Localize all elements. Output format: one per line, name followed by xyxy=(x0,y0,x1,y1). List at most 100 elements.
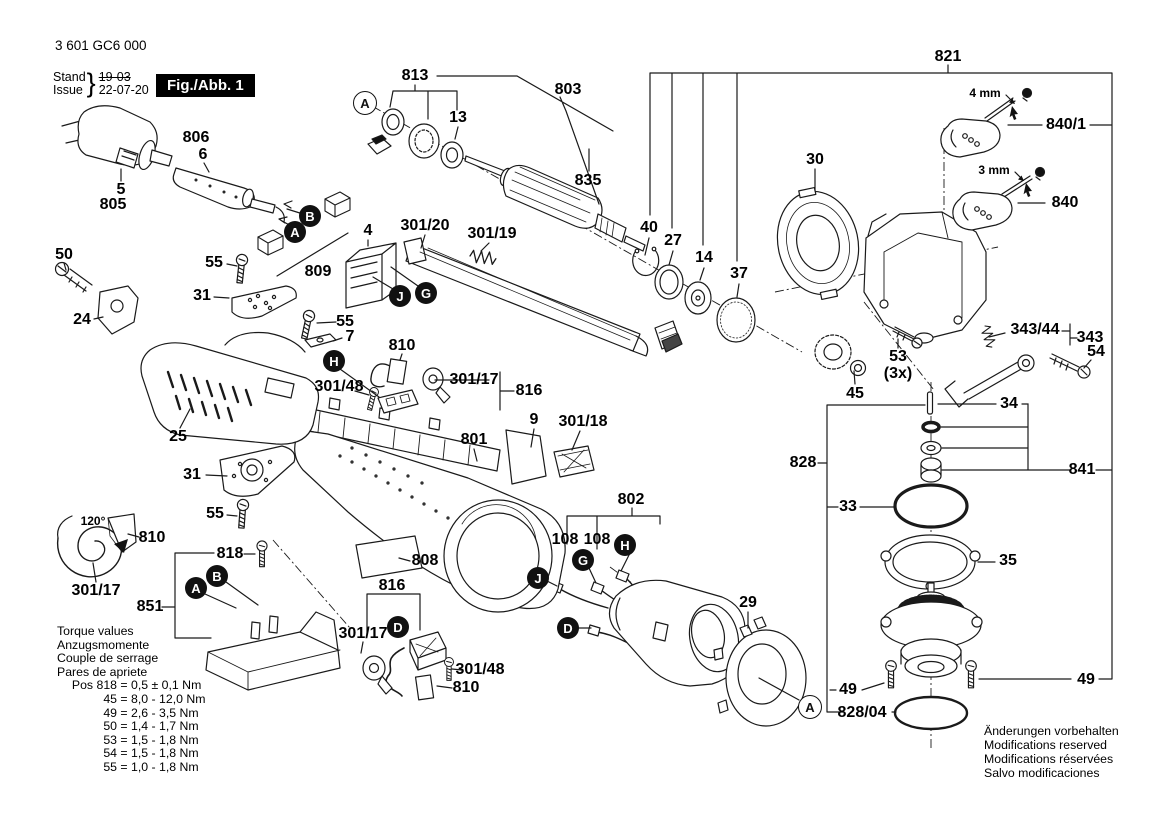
torque-row: 54=1,5 - 1,8 Nm xyxy=(103,746,199,761)
part-label-24: 24 xyxy=(73,311,91,328)
part-label-29: 29 xyxy=(739,594,757,611)
part-label-805: 805 xyxy=(99,196,127,213)
part-label-301-17: 301/17 xyxy=(338,625,388,642)
issue-date-new: 22-07-20 xyxy=(98,82,149,97)
torque-title: Pares de apriete xyxy=(57,664,148,679)
torque-row: Pos 818=0,5 ± 0,1 Nm xyxy=(71,678,202,693)
part-label-55: 55 xyxy=(206,505,224,522)
stand-label: Stand xyxy=(53,69,86,84)
wiring-marker-B: B xyxy=(206,565,228,587)
part-label-25: 25 xyxy=(169,428,187,445)
part-label-828: 828 xyxy=(789,454,817,471)
part-label-37: 37 xyxy=(730,265,748,282)
view-marker-A: A xyxy=(798,695,822,719)
modification-notice-line: Änderungen vorbehalten xyxy=(984,724,1119,738)
part-label-818: 818 xyxy=(216,545,244,562)
part-label-813: 813 xyxy=(401,67,429,84)
torque-row: 55=1,0 - 1,8 Nm xyxy=(103,759,199,774)
part-label-31: 31 xyxy=(193,287,211,304)
part-label-6: 6 xyxy=(198,146,208,163)
part-label--3x-: (3x) xyxy=(883,365,913,382)
part-label-801: 801 xyxy=(460,431,488,448)
figure-label: Fig./Abb. 1 xyxy=(156,74,255,97)
modification-notice-line: Modifications reserved xyxy=(984,738,1108,752)
part-label-301-18: 301/18 xyxy=(558,413,608,430)
wiring-marker-G: G xyxy=(415,282,437,304)
part-label-34: 34 xyxy=(1000,395,1018,412)
wiring-marker-H: H xyxy=(323,350,345,372)
part-label-802: 802 xyxy=(617,491,645,508)
issue-date-old: 19-03 xyxy=(98,69,131,84)
part-shapes xyxy=(54,87,1091,731)
part-label-301-48: 301/48 xyxy=(314,378,364,395)
part-label-810: 810 xyxy=(138,529,166,546)
dimension-label: 3 mm xyxy=(978,163,1010,177)
part-label-809: 809 xyxy=(304,263,332,280)
issue-brace: } xyxy=(86,68,96,98)
part-label-840: 840 xyxy=(1051,194,1079,211)
wiring-marker-H: H xyxy=(614,534,636,556)
part-label-301-17: 301/17 xyxy=(71,582,121,599)
wiring-marker-G: G xyxy=(572,549,594,571)
issue-block: Stand Issue } 19-03 22-07-20 xyxy=(53,68,149,99)
part-label-301-20: 301/20 xyxy=(400,217,450,234)
torque-title: Torque values xyxy=(57,624,134,638)
part-label-33: 33 xyxy=(839,498,857,515)
part-label-808: 808 xyxy=(411,552,439,569)
part-label-45: 45 xyxy=(846,385,864,402)
type-number: 3 601 GC6 000 xyxy=(55,38,147,53)
part-label-810: 810 xyxy=(452,679,480,696)
part-label-851: 851 xyxy=(136,598,164,615)
part-label-9: 9 xyxy=(529,411,539,428)
modification-notice-line: Modifications réservées xyxy=(984,752,1114,766)
dimension-label: 4 mm xyxy=(969,86,1001,100)
part-label-55: 55 xyxy=(336,313,354,330)
wiring-marker-J: J xyxy=(527,567,549,589)
part-label-828-04: 828/04 xyxy=(837,704,887,721)
part-label-49: 49 xyxy=(1077,671,1095,688)
issue-label: Issue xyxy=(53,82,83,97)
part-label-53: 53 xyxy=(889,348,907,365)
part-label-13: 13 xyxy=(449,109,467,126)
part-label-108: 108 xyxy=(551,531,579,548)
torque-row: 50=1,4 - 1,7 Nm xyxy=(103,719,199,734)
part-label-4: 4 xyxy=(363,222,373,239)
part-label-841: 841 xyxy=(1068,461,1096,478)
part-label-55: 55 xyxy=(205,254,223,271)
part-label-806: 806 xyxy=(182,129,210,146)
part-label-7: 7 xyxy=(345,328,355,345)
part-label-108: 108 xyxy=(583,531,611,548)
part-label-816: 816 xyxy=(378,577,406,594)
torque-title: Anzugsmomente xyxy=(57,637,150,652)
modification-notice-line: Salvo modificaciones xyxy=(984,766,1100,780)
part-label-810: 810 xyxy=(388,337,416,354)
torque-row: 45=8,0 - 12,0 Nm xyxy=(103,691,206,706)
part-label-14: 14 xyxy=(695,249,713,266)
part-label-343: 343 xyxy=(1076,329,1104,346)
part-label-50: 50 xyxy=(55,246,73,263)
part-label-835: 835 xyxy=(574,172,602,189)
part-label-803: 803 xyxy=(554,81,582,98)
part-label-35: 35 xyxy=(999,552,1017,569)
wiring-marker-A: A xyxy=(185,577,207,599)
wiring-marker-B: B xyxy=(299,205,321,227)
part-label-301-17: 301/17 xyxy=(449,371,499,388)
part-label-54: 54 xyxy=(1087,343,1105,360)
part-label-301-19: 301/19 xyxy=(467,225,517,242)
torque-title: Couple de serrage xyxy=(57,651,159,666)
part-label-5: 5 xyxy=(116,181,126,198)
wiring-marker-D: D xyxy=(387,616,409,638)
part-label-821: 821 xyxy=(934,48,962,65)
wiring-marker-D: D xyxy=(557,617,579,639)
part-label-343-44: 343/44 xyxy=(1010,321,1060,338)
part-label-31: 31 xyxy=(183,466,201,483)
part-label-27: 27 xyxy=(664,232,682,249)
wiring-marker-J: J xyxy=(389,285,411,307)
